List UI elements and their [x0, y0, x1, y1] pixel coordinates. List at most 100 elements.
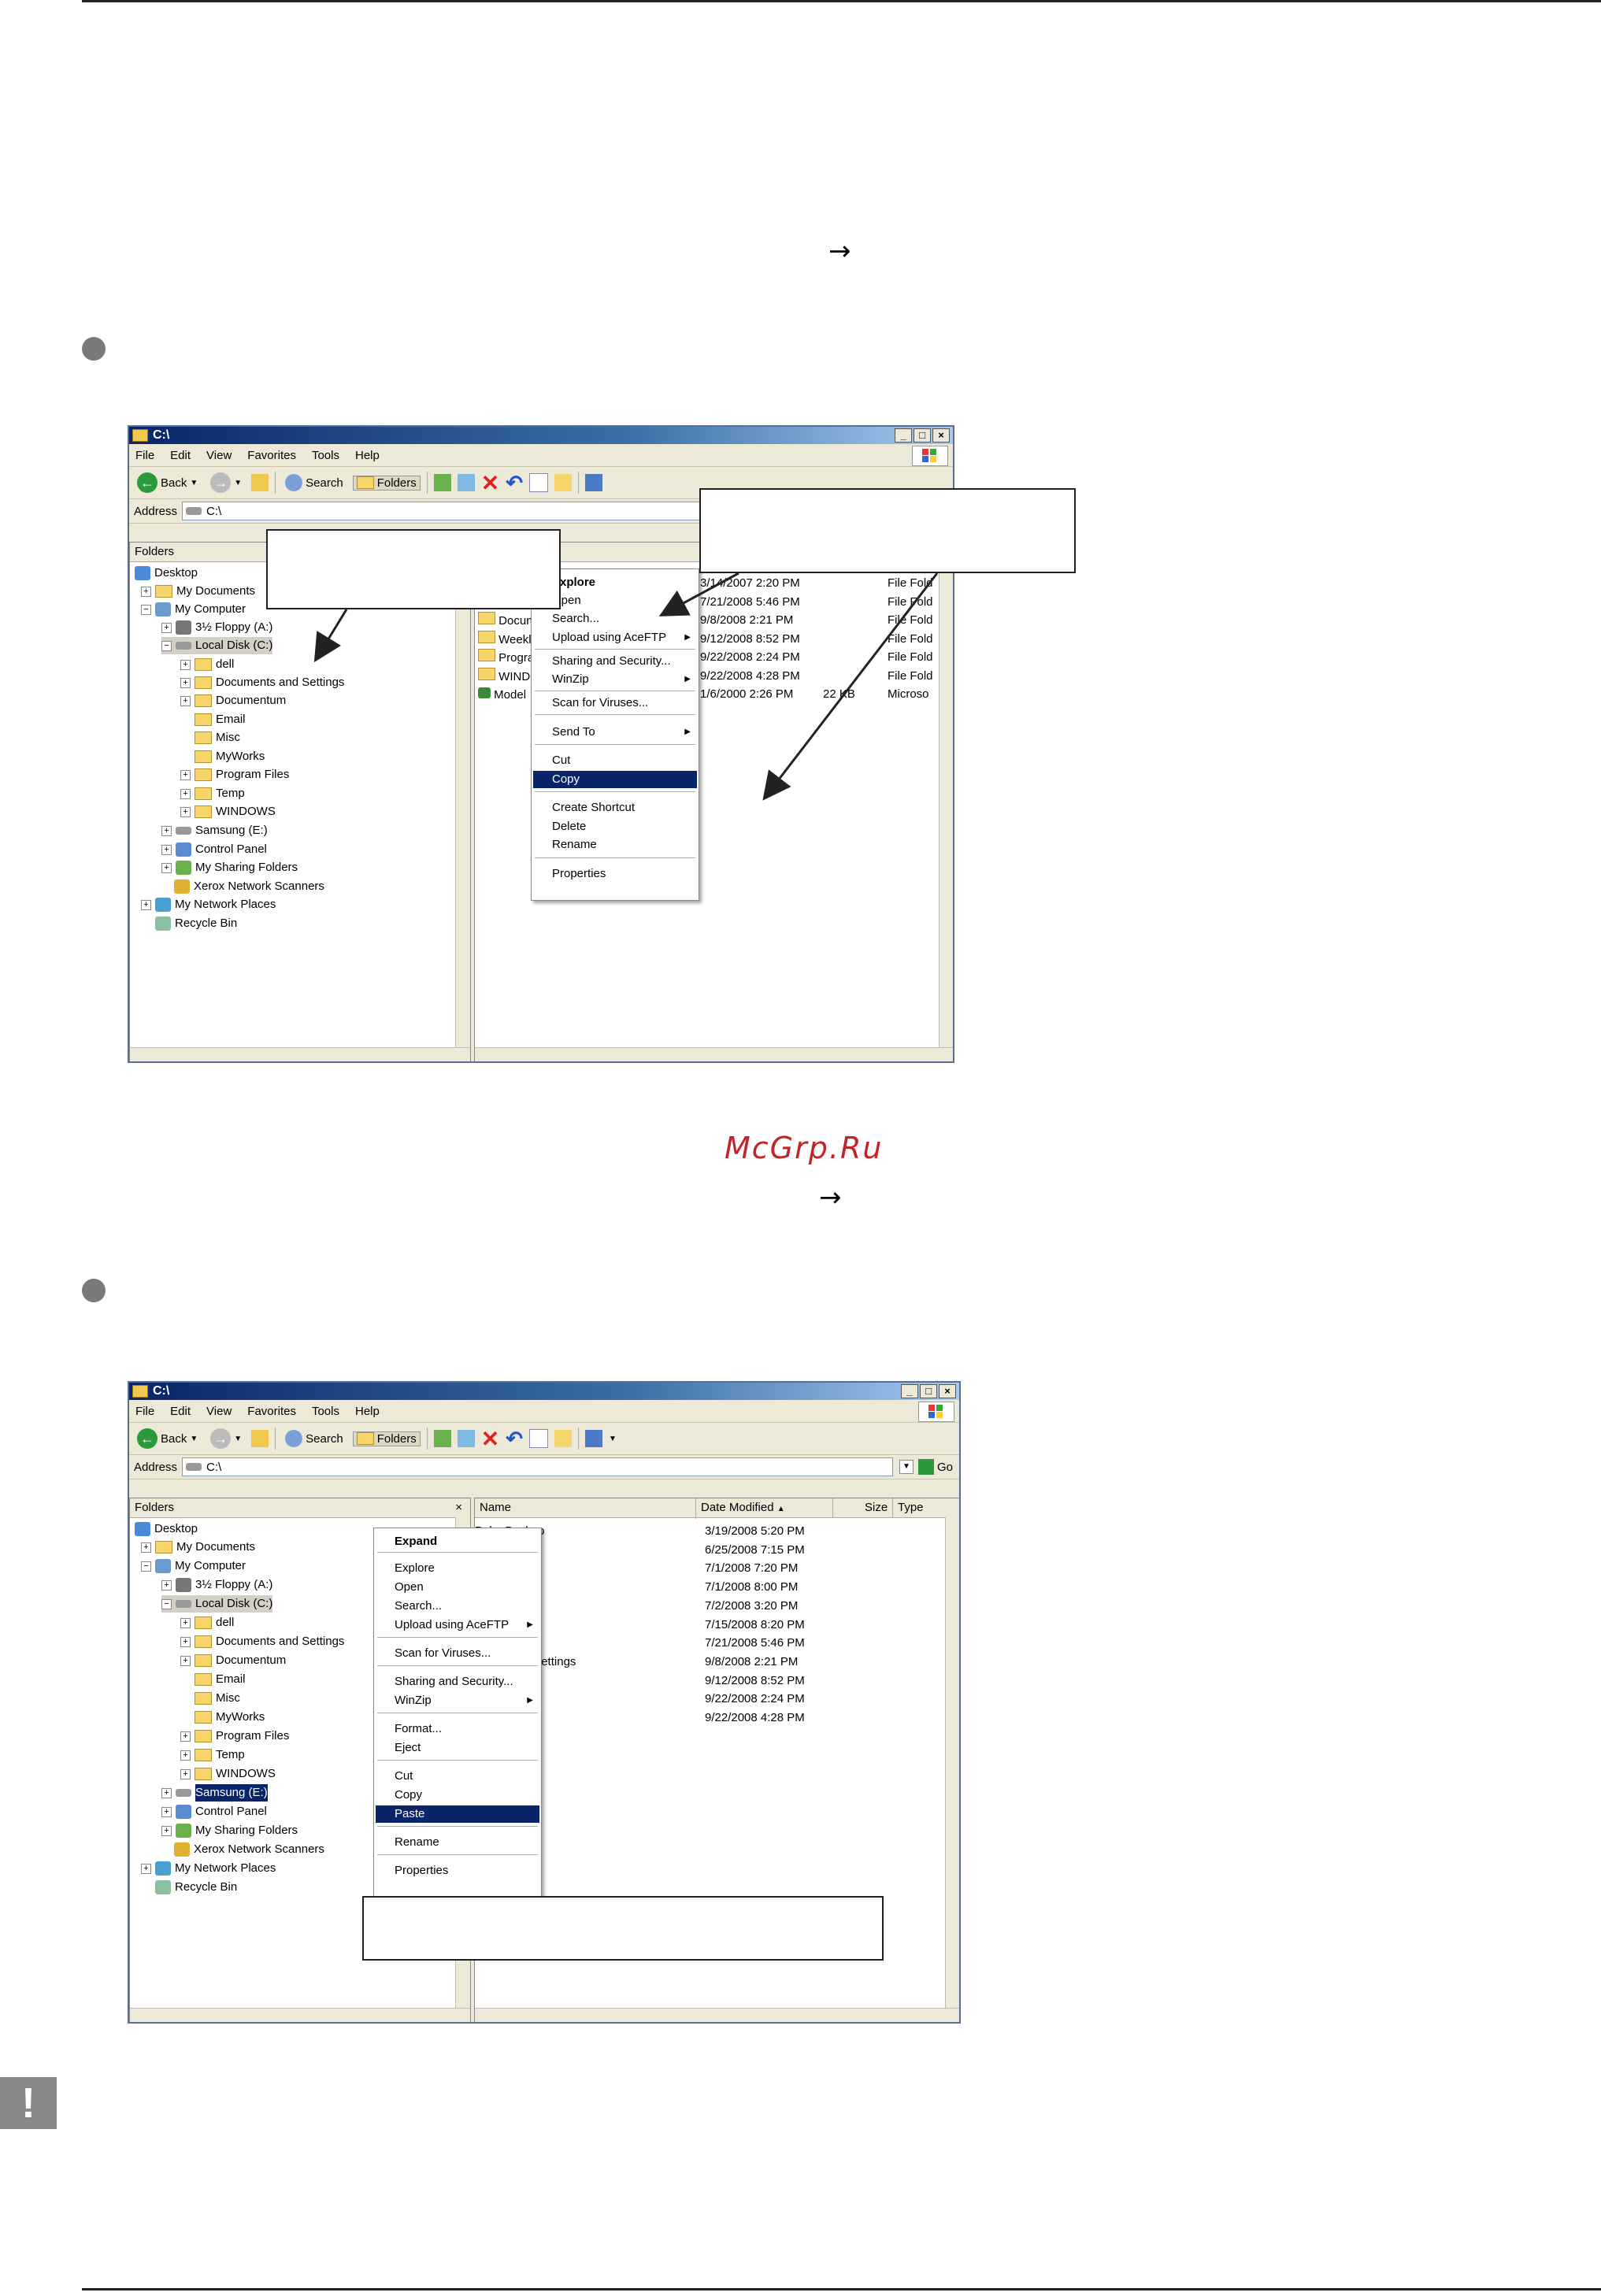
menu-view[interactable]: View	[206, 1404, 232, 1418]
tree-item-folder[interactable]: +Documentum	[180, 692, 286, 709]
menu-item-cut[interactable]: Cut	[552, 754, 571, 767]
folders-button[interactable]: Folders	[352, 1431, 421, 1446]
menu-tools[interactable]: Tools	[311, 1404, 339, 1418]
menu-item-paste[interactable]: Paste	[376, 1805, 539, 1823]
menu-item-eject[interactable]: Eject	[395, 1741, 421, 1754]
tree-item-my-documents[interactable]: +My Documents	[141, 583, 255, 600]
tree-item-desktop[interactable]: Desktop	[135, 565, 198, 582]
tree-item-samsung[interactable]: +Samsung (E:)	[161, 822, 268, 839]
tree-item-network[interactable]: +My Network Places	[141, 896, 276, 913]
menu-view[interactable]: View	[206, 448, 232, 462]
tree-item-floppy[interactable]: +3½ Floppy (A:)	[161, 1576, 272, 1594]
title-bar[interactable]: C:\ _ □ ×	[129, 1383, 959, 1400]
column-type[interactable]: Type	[892, 1498, 924, 1517]
up-folder-icon[interactable]	[251, 474, 269, 491]
menu-edit[interactable]: Edit	[170, 1404, 191, 1418]
menu-item-open[interactable]: Open	[395, 1580, 424, 1594]
copy-to-icon[interactable]	[457, 1430, 475, 1447]
tree-item-folder[interactable]: +WINDOWS	[180, 1765, 276, 1783]
maximize-button[interactable]: □	[914, 428, 931, 443]
undo-icon[interactable]: ↶	[506, 470, 523, 494]
tree-item-folder[interactable]: +Documents and Settings	[180, 674, 344, 691]
list-item[interactable]: Model	[478, 686, 536, 705]
delete-icon[interactable]: ✕	[480, 1426, 500, 1451]
menu-item-delete[interactable]: Delete	[552, 820, 587, 833]
tree-item-xerox[interactable]: Xerox Network Scanners	[174, 878, 324, 895]
tree-item-folder[interactable]: +Documentum	[180, 1652, 286, 1669]
list-vertical-scrollbar[interactable]	[939, 561, 953, 1048]
column-size[interactable]: Size	[832, 1498, 888, 1517]
menu-item-properties[interactable]: Properties	[395, 1864, 449, 1877]
tree-item-folder[interactable]: Email	[195, 711, 246, 728]
back-button[interactable]: ← Back▼	[134, 472, 201, 493]
menu-item-winzip[interactable]: WinZip▶	[376, 1692, 539, 1709]
menu-item-scan[interactable]: Scan for Viruses...	[552, 696, 649, 709]
menu-item-properties[interactable]: Properties	[552, 867, 606, 880]
tree-item-folder[interactable]: +Documents and Settings	[180, 1633, 344, 1650]
column-name[interactable]: Name	[480, 1501, 512, 1514]
tree-item-xerox[interactable]: Xerox Network Scanners	[174, 1841, 324, 1858]
tree-item-folder[interactable]: +dell	[180, 1614, 234, 1631]
list-horizontal-scrollbar[interactable]	[475, 1047, 953, 1061]
title-bar[interactable]: C:\ _ □ ×	[129, 427, 953, 444]
tree-item-floppy[interactable]: +3½ Floppy (A:)	[161, 619, 272, 636]
search-button[interactable]: Search	[282, 1430, 347, 1447]
close-button[interactable]: ×	[932, 428, 950, 443]
list-item[interactable]: Docum	[478, 612, 536, 631]
tree-item-folder[interactable]: Misc	[195, 729, 240, 746]
menu-item-format[interactable]: Format...	[395, 1722, 443, 1735]
maximize-button[interactable]: □	[920, 1384, 937, 1398]
menu-item-search[interactable]: Search...	[552, 612, 600, 625]
menu-item-rename[interactable]: Rename	[395, 1835, 439, 1849]
tree-item-control-panel[interactable]: +Control Panel	[161, 841, 267, 858]
menu-tools[interactable]: Tools	[311, 448, 339, 462]
folders-close-icon[interactable]: ×	[455, 1501, 462, 1514]
menu-help[interactable]: Help	[355, 448, 380, 462]
menu-favorites[interactable]: Favorites	[247, 448, 296, 462]
tree-item-network[interactable]: +My Network Places	[141, 1860, 276, 1877]
tree-item-folder[interactable]: MyWorks	[195, 1709, 265, 1726]
tree-item-folder[interactable]: +Program Files	[180, 766, 289, 783]
undo-icon[interactable]: ↶	[506, 1426, 523, 1450]
menu-item-scan[interactable]: Scan for Viruses...	[395, 1646, 491, 1660]
menu-item-upload[interactable]: Upload using AceFTP▶	[533, 629, 697, 646]
tree-item-local-disk[interactable]: −Local Disk (C:)	[161, 637, 273, 654]
favorites-icon[interactable]	[554, 474, 572, 491]
tree-item-local-disk[interactable]: −Local Disk (C:)	[161, 1595, 273, 1613]
menu-item-create-shortcut[interactable]: Create Shortcut	[552, 801, 636, 814]
tree-item-folder[interactable]: +Temp	[180, 785, 245, 802]
menu-file[interactable]: File	[135, 1404, 155, 1418]
column-date[interactable]: Date Modified ▲	[695, 1498, 785, 1519]
tree-item-folder[interactable]: +dell	[180, 656, 234, 673]
move-to-icon[interactable]	[433, 474, 451, 491]
menu-item-explore[interactable]: Explore	[395, 1561, 435, 1575]
tree-item-samsung[interactable]: +Samsung (E:)	[161, 1784, 268, 1802]
tree-item-sharing[interactable]: +My Sharing Folders	[161, 859, 298, 876]
copy-to-icon[interactable]	[457, 474, 475, 491]
address-dropdown-icon[interactable]: ▼	[899, 1460, 914, 1474]
menu-item-rename[interactable]: Rename	[552, 838, 597, 851]
tree-item-my-computer[interactable]: −My Computer	[141, 601, 246, 618]
close-button[interactable]: ×	[939, 1384, 956, 1398]
tree-item-folder[interactable]: MyWorks	[195, 748, 265, 765]
menu-favorites[interactable]: Favorites	[247, 1404, 296, 1418]
tree-vertical-scrollbar[interactable]	[455, 561, 470, 1048]
menu-item-copy[interactable]: Copy	[395, 1788, 423, 1802]
menu-item-cut[interactable]: Cut	[395, 1769, 413, 1783]
search-button[interactable]: Search	[282, 474, 347, 491]
menu-item-copy[interactable]: Copy	[533, 771, 697, 788]
list-item[interactable]: Progra	[478, 649, 536, 668]
tree-horizontal-scrollbar[interactable]	[130, 2008, 470, 2022]
tree-item-folder[interactable]: +WINDOWS	[180, 803, 276, 820]
tree-item-sharing[interactable]: +My Sharing Folders	[161, 1822, 298, 1839]
properties-icon[interactable]	[529, 1429, 548, 1448]
menu-item-winzip[interactable]: WinZip▶	[533, 671, 697, 688]
tree-item-recycle[interactable]: Recycle Bin	[155, 1879, 237, 1896]
list-vertical-scrollbar[interactable]	[945, 1517, 959, 2009]
properties-icon[interactable]	[529, 473, 548, 492]
menu-item-upload[interactable]: Upload using AceFTP▶	[376, 1616, 539, 1634]
menu-edit[interactable]: Edit	[170, 448, 191, 462]
menu-item-expand[interactable]: Expand	[395, 1535, 438, 1548]
go-button[interactable]: Go	[917, 1459, 953, 1475]
list-horizontal-scrollbar[interactable]	[475, 2008, 959, 2022]
